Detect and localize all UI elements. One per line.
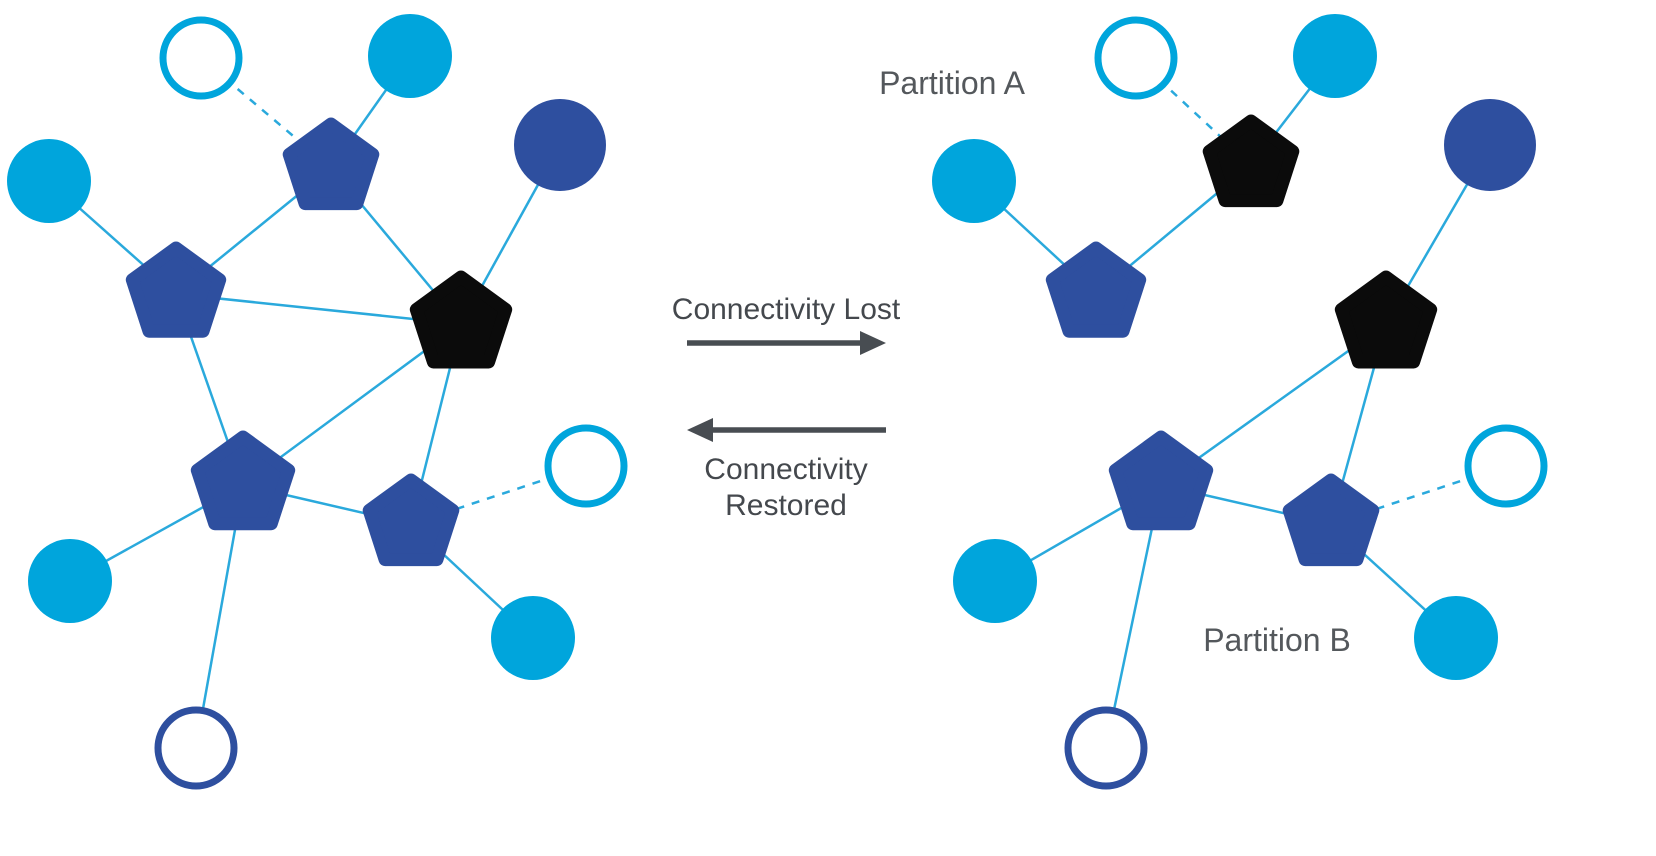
- right-node-p-bottomleft-pentagon: [1108, 430, 1214, 531]
- left-node-c-cyan-left-circle: [7, 139, 91, 223]
- right-node-c-out-right-circle: [1464, 424, 1548, 508]
- left-node-c-out-bottom-circle: [154, 706, 238, 790]
- left-node-p-bottomleft-pentagon: [190, 430, 296, 531]
- label-connectivity-restored-line2: Restored: [725, 489, 847, 522]
- left-node-p-bottomright-pentagon: [362, 473, 460, 567]
- left-node-c-cyan-top-circle: [368, 14, 452, 98]
- left-node-p-top-pentagon: [282, 117, 380, 211]
- left-node-c-out-top-circle: [159, 16, 243, 100]
- label-partition-a: Partition A: [879, 65, 1025, 101]
- left-node-c-cyan-br-circle: [491, 596, 575, 680]
- right-node-p-bottomright-pentagon: [1282, 473, 1380, 567]
- left-edge-c-out-top--p-top: [200, 57, 332, 169]
- right-node-p-left-pentagon: [1045, 241, 1147, 338]
- left-node-p-center-pentagon: [409, 270, 513, 369]
- arrow-connectivity-restored-head: [687, 418, 713, 442]
- right-node-p-top-pentagon: [1202, 114, 1300, 208]
- right-node-c-out-top-circle: [1094, 16, 1178, 100]
- right-node-p-center-pentagon: [1334, 270, 1438, 369]
- right-node-c-cyan-top-circle: [1293, 14, 1377, 98]
- right-node-c-cyan-br-circle: [1414, 596, 1498, 680]
- label-connectivity-restored-line1: Connectivity: [704, 453, 868, 486]
- label-partition-b: Partition B: [1203, 622, 1351, 658]
- right-node-c-cyan-left-circle: [932, 139, 1016, 223]
- right-node-c-navy-circle: [1444, 99, 1536, 191]
- label-connectivity-restored: Connectivity Restored: [704, 452, 867, 524]
- right-node-c-cyan-bl-circle: [953, 539, 1037, 623]
- right-node-c-out-bottom-circle: [1064, 706, 1148, 790]
- label-connectivity-lost: Connectivity Lost: [671, 293, 901, 326]
- left-node-c-navy-circle: [514, 99, 606, 191]
- left-node-c-cyan-bl-circle: [28, 539, 112, 623]
- arrow-connectivity-lost-head: [860, 331, 886, 355]
- left-node-p-left-pentagon: [125, 241, 227, 338]
- left-node-c-out-right-circle: [544, 424, 628, 508]
